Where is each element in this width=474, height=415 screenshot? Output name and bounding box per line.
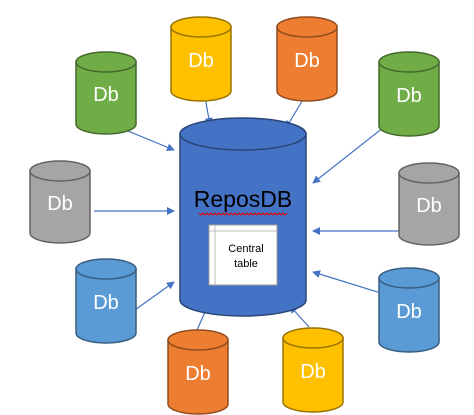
spellcheck-underline	[198, 212, 288, 216]
database-1: Db	[75, 51, 137, 135]
cylinder-top	[282, 327, 344, 349]
cylinder-body	[75, 61, 137, 135]
database-6: Db	[398, 162, 460, 246]
hub-title: ReposDB	[194, 186, 292, 212]
database-9: Db	[167, 329, 229, 415]
cylinder-top	[179, 117, 307, 151]
database-4: Db	[378, 51, 440, 137]
cylinder-body	[282, 337, 344, 413]
database-5: Db	[29, 160, 91, 244]
cylinder-body	[398, 172, 460, 246]
table-frame	[208, 224, 278, 286]
database-2: Db	[170, 16, 232, 102]
table-label-line2: table	[234, 258, 258, 270]
cylinder-body	[29, 170, 91, 244]
cylinder-top	[378, 51, 440, 73]
database-label: Db	[93, 292, 119, 314]
cylinder-body	[378, 61, 440, 137]
hub-cylinder: ReposDB Central table	[179, 117, 307, 317]
cylinder-body	[378, 277, 440, 353]
cylinder-top	[167, 329, 229, 351]
cylinder-body	[276, 26, 338, 102]
database-label: Db	[185, 363, 211, 385]
database-label: Db	[300, 361, 326, 383]
database-label: Db	[396, 85, 422, 107]
database-10: Db	[282, 327, 344, 413]
central-table: Central table	[208, 224, 278, 286]
database-label: Db	[294, 50, 320, 72]
cylinder-body	[170, 26, 232, 102]
cylinder-body	[167, 339, 229, 415]
table-label-line1: Central	[228, 243, 263, 255]
arrow-4	[312, 119, 394, 184]
cylinder-top	[29, 160, 91, 182]
database-7: Db	[75, 258, 137, 344]
database-8: Db	[378, 267, 440, 353]
cylinder-top	[276, 16, 338, 38]
database-3: Db	[276, 16, 338, 102]
cylinder-top	[75, 258, 137, 280]
database-label: Db	[188, 50, 214, 72]
cylinder-top	[398, 162, 460, 184]
cylinder-top	[75, 51, 137, 73]
cylinder-body	[75, 268, 137, 344]
cylinder-top	[378, 267, 440, 289]
database-label: Db	[93, 84, 119, 106]
database-label: Db	[396, 301, 422, 323]
database-label: Db	[47, 193, 73, 215]
cylinder-top	[170, 16, 232, 38]
arrow-8	[312, 270, 385, 295]
central-repository: ReposDB Central table	[179, 117, 307, 317]
database-label: Db	[416, 195, 442, 217]
